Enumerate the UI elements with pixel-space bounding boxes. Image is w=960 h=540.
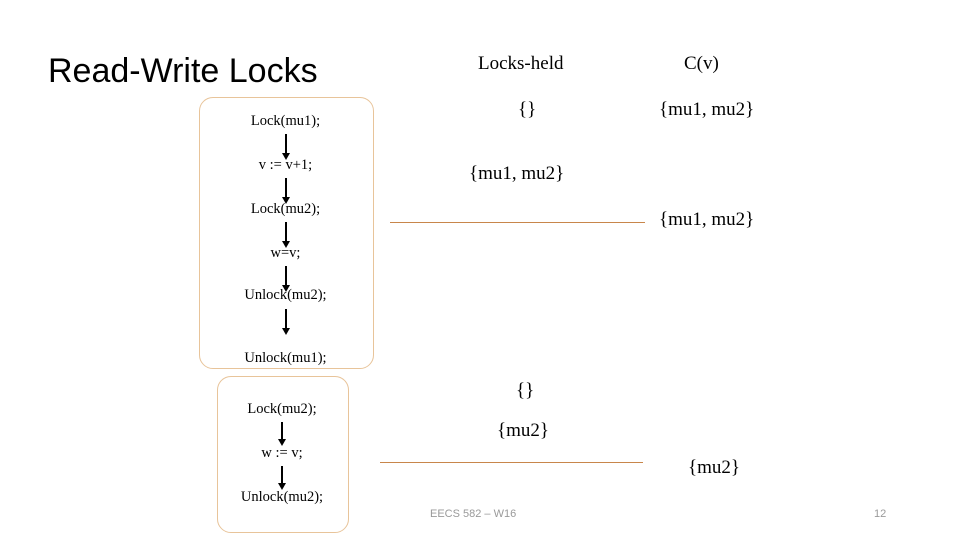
code-line-lock-mu2: Lock(mu2); bbox=[250, 201, 321, 217]
column-header-cv: C(v) bbox=[684, 53, 719, 74]
column-header-locks-held: Locks-held bbox=[478, 53, 564, 74]
code-line-lock-mu1: Lock(mu1); bbox=[250, 113, 321, 129]
cv-value-1: {mu1, mu2} bbox=[659, 99, 755, 120]
code-line-2-unlock-mu2: Unlock(mu2); bbox=[240, 489, 324, 505]
flow-arrow-6 bbox=[278, 422, 286, 446]
code-line-unlock-mu2: Unlock(mu2); bbox=[244, 287, 327, 303]
locks-held-value-mu2: {mu2} bbox=[497, 420, 550, 441]
flow-arrow-2 bbox=[282, 178, 290, 204]
page-title: Read-Write Locks bbox=[48, 52, 318, 90]
code-line-w-equals-v: w=v; bbox=[270, 245, 301, 261]
flow-arrow-7 bbox=[278, 466, 286, 490]
footer-course-label: EECS 582 – W16 bbox=[430, 508, 517, 520]
code-line-2-lock-mu2: Lock(mu2); bbox=[247, 401, 317, 417]
code-block-2-container bbox=[217, 376, 349, 533]
flow-arrow-1 bbox=[282, 134, 290, 160]
code-line-unlock-mu1: Unlock(mu1); bbox=[244, 350, 327, 366]
page-number: 12 bbox=[874, 508, 887, 520]
code-block-1-container bbox=[199, 97, 374, 369]
divider-line-2 bbox=[380, 462, 643, 463]
cv-value-2: {mu1, mu2} bbox=[659, 209, 755, 230]
locks-held-value-empty-2: {} bbox=[516, 380, 535, 401]
code-line-v-increment: v := v+1; bbox=[258, 157, 313, 173]
code-line-2-w-assign-v: w := v; bbox=[261, 445, 303, 461]
locks-held-value-mu1-mu2: {mu1, mu2} bbox=[469, 163, 565, 184]
flow-arrow-5 bbox=[282, 309, 290, 335]
flow-arrow-4 bbox=[282, 266, 290, 292]
divider-line-1 bbox=[390, 222, 645, 223]
locks-held-value-empty-1: {} bbox=[518, 99, 537, 120]
flow-arrow-3 bbox=[282, 222, 290, 248]
cv-value-3: {mu2} bbox=[688, 457, 741, 478]
